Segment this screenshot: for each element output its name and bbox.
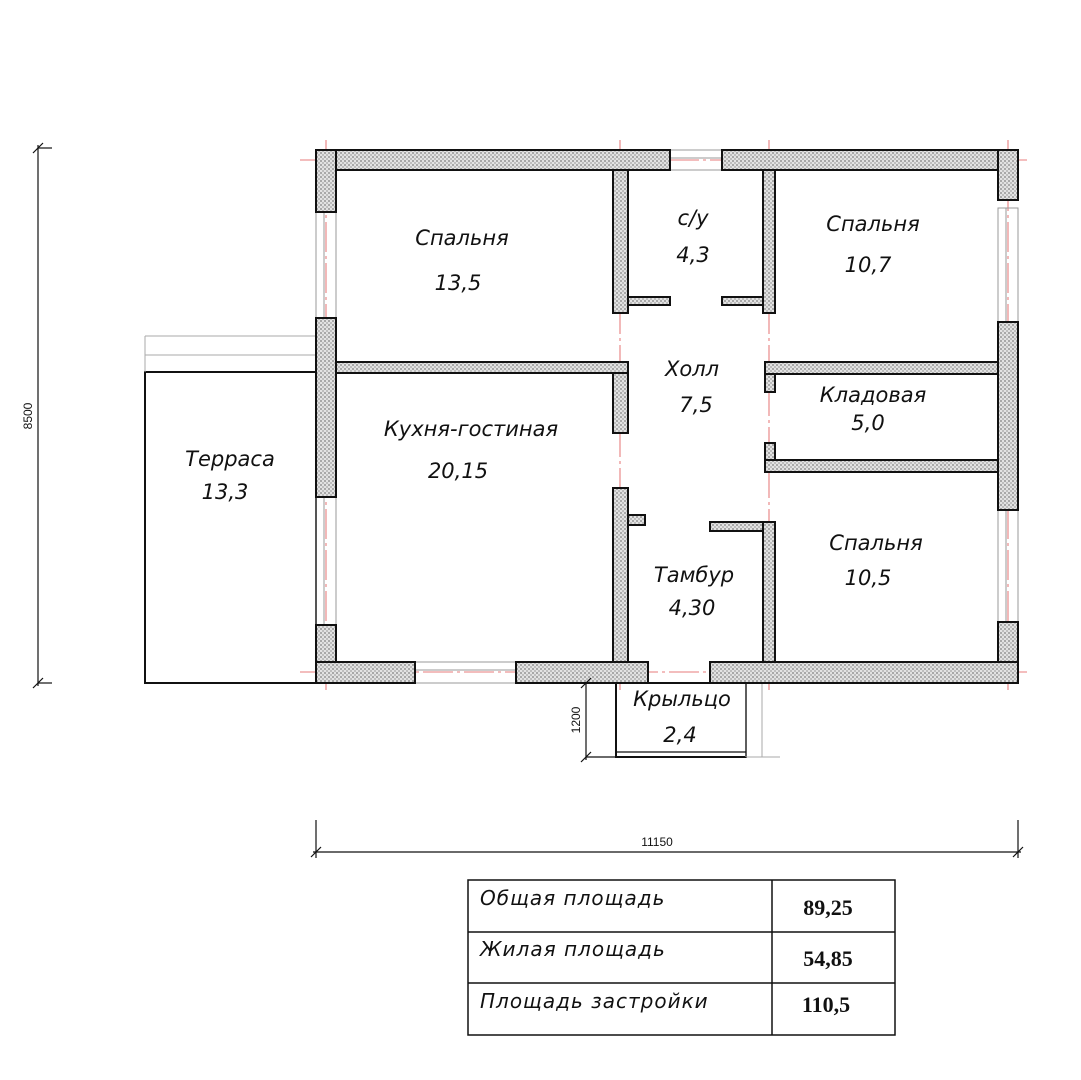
room-area: 10,7 — [845, 253, 892, 277]
room-name: Спальня — [826, 212, 919, 236]
room-area: 20,15 — [428, 459, 488, 483]
room-name: с/у — [677, 206, 709, 230]
area-summary-table: Общая площадь 89,25 Жилая площадь 54,85 … — [467, 879, 896, 1036]
room-area: 2,4 — [663, 723, 696, 747]
room-name: Кухня-гостиная — [384, 417, 558, 441]
room-area: 4,30 — [669, 596, 716, 620]
room-name: Спальня — [415, 226, 508, 250]
walls — [315, 149, 1019, 684]
summary-label: Жилая площадь — [478, 937, 666, 961]
room-name: Терраса — [185, 447, 275, 471]
room-name: Тамбур — [654, 563, 734, 587]
summary-value: 110,5 — [802, 992, 850, 1017]
room-labels: Спальня 13,5 с/у 4,3 Спальня 10,7 Холл 7… — [185, 206, 926, 747]
summary-value: 54,85 — [803, 946, 853, 971]
summary-label: Площадь застройки — [480, 989, 709, 1013]
width-dimension-label: 11150 — [641, 835, 673, 849]
room-name: Крыльцо — [633, 687, 731, 711]
room-name: Кладовая — [820, 383, 926, 407]
dimension-lines — [32, 142, 1024, 858]
room-area: 5,0 — [851, 411, 884, 435]
porch — [615, 682, 780, 758]
room-area: 13,3 — [202, 480, 249, 504]
summary-value: 89,25 — [803, 895, 853, 920]
room-area: 10,5 — [845, 566, 892, 590]
room-area: 7,5 — [679, 393, 712, 417]
porch-dimension-label: 1200 — [569, 706, 583, 733]
room-name: Холл — [664, 357, 719, 381]
summary-label: Общая площадь — [480, 886, 665, 910]
room-area: 13,5 — [435, 271, 482, 295]
axis-lines — [300, 140, 1030, 690]
height-dimension-label: 8500 — [21, 402, 35, 429]
room-name: Спальня — [829, 531, 922, 555]
room-area: 4,3 — [676, 243, 709, 267]
terrace — [144, 335, 317, 684]
